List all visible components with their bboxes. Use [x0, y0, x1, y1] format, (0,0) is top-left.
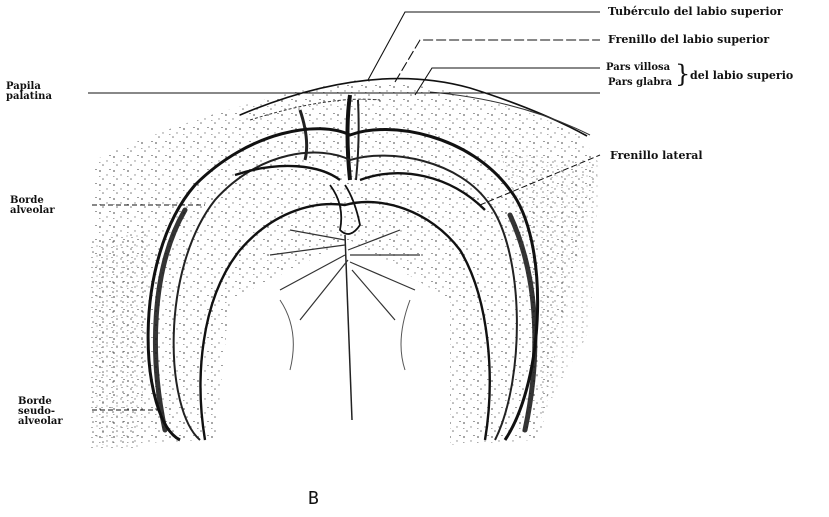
label-pars-villosa: Pars villosa [606, 62, 670, 74]
surrounding-tissue [90, 80, 600, 450]
label-papila-line2: palatina [6, 92, 52, 102]
label-frenillo-superior: Frenillo del labio superior [608, 34, 769, 46]
label-del-labio: del labio superio [690, 70, 793, 82]
label-frenillo-lateral: Frenillo lateral [610, 150, 703, 162]
label-pars-glabra: Pars glabra [608, 77, 672, 89]
label-borde-alv-line2: alveolar [10, 206, 55, 216]
figure-letter: B [308, 488, 319, 509]
label-borde-seudoalveolar: Borde seudo- alveolar [18, 397, 63, 427]
label-borde-seudo-line3: alveolar [18, 417, 63, 427]
brace-symbol: } [675, 62, 690, 86]
label-papila-palatina: Papila palatina [6, 82, 52, 102]
label-tuberculo: Tubérculo del labio superior [608, 6, 783, 18]
label-borde-alveolar: Borde alveolar [10, 196, 55, 216]
